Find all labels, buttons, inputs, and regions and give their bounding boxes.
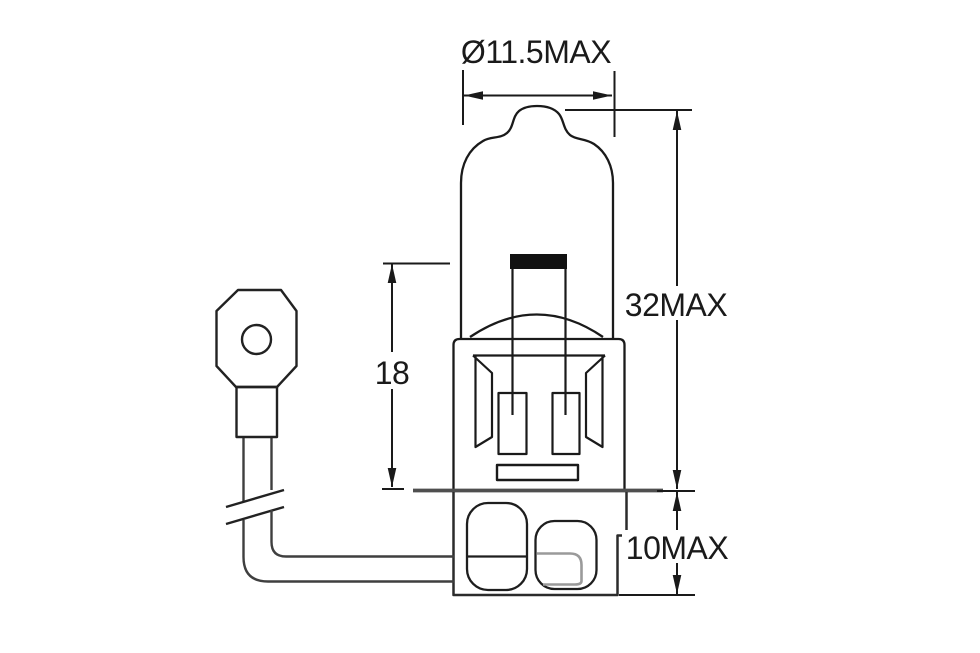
glass-pinch-dome xyxy=(469,313,604,338)
diameter-label: Ø11.5MAX xyxy=(461,34,611,70)
skirt-outline xyxy=(452,492,628,597)
glass-outline xyxy=(459,104,615,338)
label-halo xyxy=(368,352,416,389)
arrowhead-left xyxy=(464,91,483,100)
light-center-label: 18 xyxy=(375,355,410,391)
label-halo xyxy=(620,286,732,320)
arrowhead-down xyxy=(672,470,682,489)
wire-bend-inner xyxy=(270,510,454,558)
break-slash-lower xyxy=(225,505,285,526)
terminal-octagon xyxy=(215,288,298,389)
dimension-base-length: 10MAX xyxy=(619,492,734,596)
terminal-hole xyxy=(240,323,273,356)
terminal-crimp-barrel xyxy=(235,385,279,439)
dimension-diameter: Ø11.5MAX xyxy=(461,34,616,137)
contact-inner-tab xyxy=(537,552,583,586)
dimension-light-center: 18 xyxy=(368,262,450,490)
arrowhead-up xyxy=(672,492,682,511)
overall-length-label: 32MAX xyxy=(625,287,728,323)
contact-capsule-left xyxy=(465,501,529,592)
base-skirt xyxy=(452,492,628,597)
label-halo xyxy=(622,530,734,563)
pinch-support-right xyxy=(551,391,581,456)
arrowhead-up xyxy=(672,111,682,130)
base-length-label: 10MAX xyxy=(626,530,729,566)
arrowhead-right xyxy=(593,91,612,100)
pinch-support-left xyxy=(497,391,528,456)
break-slash-upper xyxy=(225,488,285,509)
base-clip-left xyxy=(472,354,494,449)
filament-assembly xyxy=(510,254,567,415)
filament xyxy=(510,254,567,269)
base-outline xyxy=(452,337,626,489)
arrowhead-down xyxy=(387,468,397,487)
arrowhead-down xyxy=(672,575,682,594)
lead-wire xyxy=(225,436,454,583)
base-slot xyxy=(495,463,580,482)
bulb-base xyxy=(452,337,626,489)
base-clip-right xyxy=(584,354,606,449)
bulb-glass xyxy=(459,104,615,338)
dimension-overall-length: 32MAX xyxy=(565,109,732,492)
wire-bend-outer xyxy=(242,520,454,583)
ring-terminal xyxy=(215,288,298,439)
arrowhead-up xyxy=(387,264,397,283)
contact-capsule-right xyxy=(534,519,598,591)
